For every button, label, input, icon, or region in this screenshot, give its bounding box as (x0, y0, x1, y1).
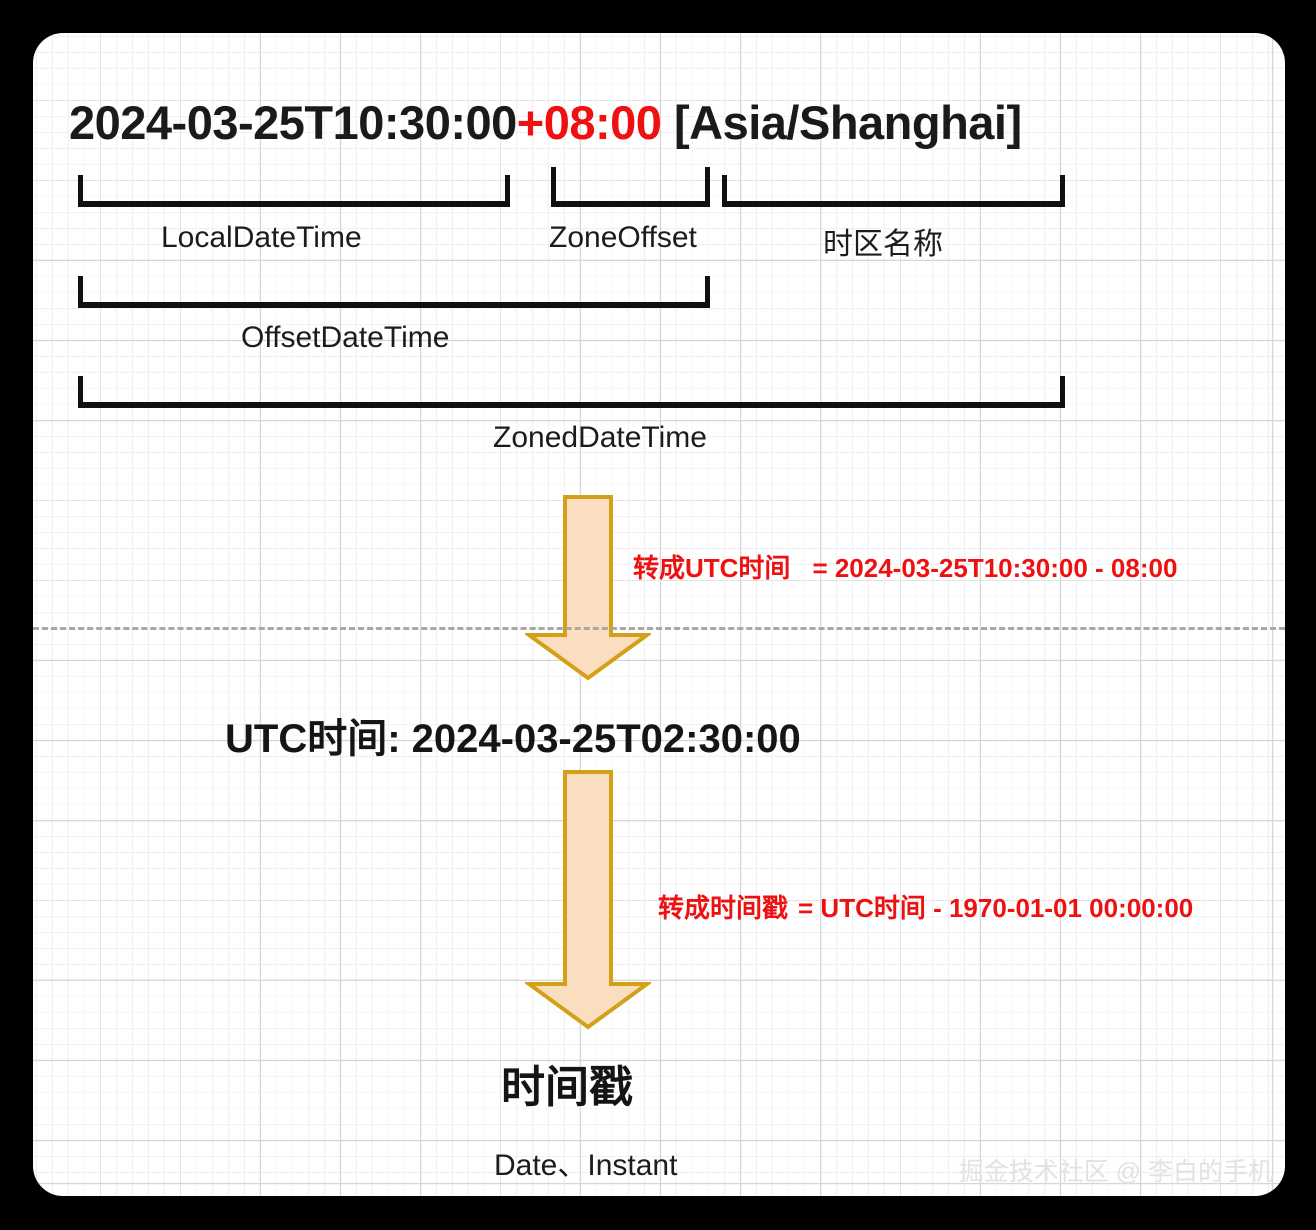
section-divider (33, 627, 1285, 630)
formula-to-timestamp-body: = UTC时间 - 1970-01-01 00:00:00 (798, 893, 1194, 923)
caption-zone-offset: ZoneOffset (549, 221, 697, 254)
arrow-to-utc-icon (525, 495, 651, 681)
caption-zoned-date-time: ZonedDateTime (493, 421, 707, 454)
watermark: 掘金技术社区 @ 李白的手机 (958, 1158, 1273, 1186)
formula-to-utc-label: 转成UTC时间 (633, 553, 791, 583)
bracket-local-date-time (78, 175, 510, 207)
headline-offset-part: +08:00 (516, 96, 662, 149)
formula-to-utc-body: = 2024-03-25T10:30:00 - 08:00 (812, 553, 1178, 583)
caption-local-date-time: LocalDateTime (161, 221, 362, 254)
formula-to-timestamp-label: 转成时间戳 (658, 893, 789, 923)
bracket-offset-date-time (78, 276, 710, 308)
bracket-zoned-date-time (78, 376, 1065, 408)
timestamp-types: Date、Instant (494, 1149, 678, 1182)
bracket-zone-name (722, 175, 1065, 207)
timestamp-title: 时间戳 (501, 1063, 633, 1112)
page-title: 2024-03-25T10:30:00+08:00 [Asia/Shanghai… (69, 95, 1022, 150)
diagram-card: 2024-03-25T10:30:00+08:00 [Asia/Shanghai… (33, 33, 1285, 1196)
caption-offset-date-time: OffsetDateTime (241, 321, 450, 354)
formula-to-timestamp: 转成时间戳 = UTC时间 - 1970-01-01 00:00:00 (658, 888, 1193, 925)
bracket-zone-offset (551, 167, 710, 207)
arrow-to-timestamp-icon (525, 770, 651, 1030)
caption-zone-name: 时区名称 (823, 228, 943, 261)
formula-to-utc: 转成UTC时间 = 2024-03-25T10:30:00 - 08:00 (633, 548, 1177, 585)
headline-zone-part: [Asia/Shanghai] (661, 96, 1022, 149)
utc-result-text: UTC时间: 2024-03-25T02:30:00 (225, 717, 801, 761)
headline-local-part: 2024-03-25T10:30:00 (69, 96, 517, 149)
